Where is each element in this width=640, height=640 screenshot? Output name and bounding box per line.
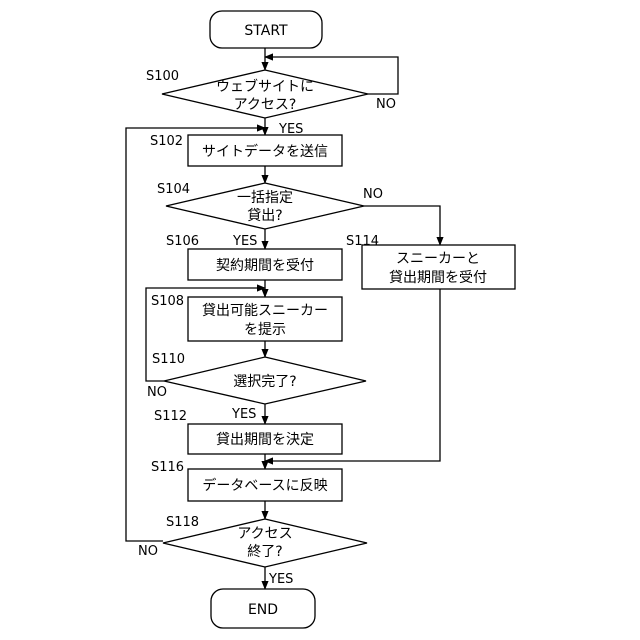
branch-s118-no: NO xyxy=(138,544,158,559)
step-label-s116: S116 xyxy=(151,460,184,475)
process-s112: 貸出期間を決定 xyxy=(188,424,342,454)
decision-s100: ウェブサイトに アクセス? xyxy=(162,70,368,118)
step-label-s100: S100 xyxy=(146,69,179,84)
process-s114-line1: スニーカーと xyxy=(396,251,480,267)
step-label-s112: S112 xyxy=(154,409,187,424)
decision-s110-label: 選択完了? xyxy=(233,374,296,390)
decision-s104: 一括指定 貸出? xyxy=(166,183,364,229)
step-label-s114: S114 xyxy=(346,234,379,249)
start-label: START xyxy=(244,23,288,39)
branch-s118-yes: YES xyxy=(268,572,293,587)
decision-s104-line2: 貸出? xyxy=(247,208,282,224)
process-s102-label: サイトデータを送信 xyxy=(202,143,328,160)
decision-s118-line1: アクセス xyxy=(237,526,292,542)
process-s102: サイトデータを送信 xyxy=(188,135,342,166)
process-s114-line2: 貸出期間を受付 xyxy=(389,270,487,286)
decision-s118-line2: 終了? xyxy=(247,544,282,560)
process-s114: スニーカーと 貸出期間を受付 xyxy=(362,245,515,289)
step-label-s104: S104 xyxy=(157,182,190,197)
step-label-s102: S102 xyxy=(150,134,183,149)
branch-s104-no: NO xyxy=(363,187,383,202)
process-s116-label: データベースに反映 xyxy=(202,477,327,494)
end-label: END xyxy=(248,602,278,618)
branch-s104-yes: YES xyxy=(232,234,257,249)
branch-s100-no: NO xyxy=(376,97,396,112)
decision-s104-line1: 一括指定 xyxy=(237,190,293,206)
decision-s100-line2: アクセス? xyxy=(234,97,297,113)
process-s108-line2: を提示 xyxy=(244,322,286,338)
step-label-s110: S110 xyxy=(152,352,185,367)
process-s108-line1: 貸出可能スニーカー xyxy=(202,303,328,319)
step-label-s106: S106 xyxy=(166,234,199,249)
process-s116: データベースに反映 xyxy=(188,469,342,501)
step-label-s118: S118 xyxy=(166,515,199,530)
process-s106: 契約期間を受付 xyxy=(188,249,342,280)
decision-s110: 選択完了? xyxy=(164,357,366,404)
branch-s100-yes: YES xyxy=(278,122,303,137)
decision-s100-line1: ウェブサイトに xyxy=(216,78,314,95)
start-terminal: START xyxy=(210,11,322,48)
process-s112-label: 貸出期間を決定 xyxy=(216,432,314,448)
end-terminal: END xyxy=(211,589,315,628)
process-s106-label: 契約期間を受付 xyxy=(216,258,314,274)
branch-s110-yes: YES xyxy=(231,407,256,422)
step-label-s108: S108 xyxy=(151,294,184,309)
branch-s110-no: NO xyxy=(147,385,167,400)
process-s108: 貸出可能スニーカー を提示 xyxy=(188,297,342,341)
